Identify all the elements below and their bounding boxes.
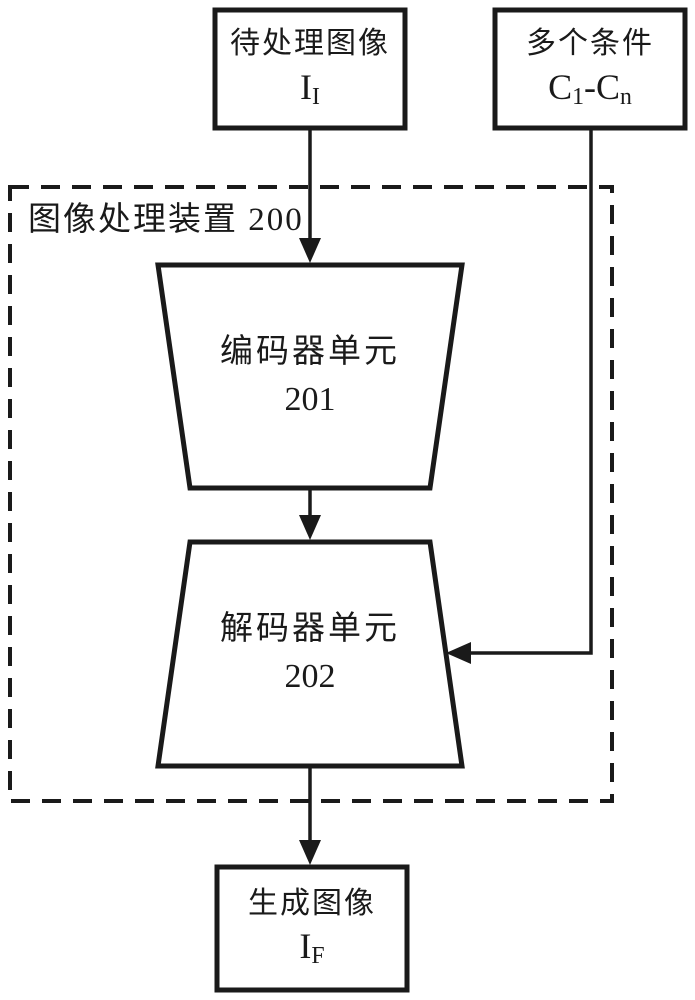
output-image-box-border — [214, 864, 410, 993]
conditions-box-border — [492, 7, 688, 131]
encoder-label: 编码器单元 — [220, 333, 400, 370]
processing-device-container-border — [8, 185, 614, 803]
arrow-decoder-to-output-head — [299, 840, 321, 865]
output-image-label: 生成图像 — [248, 886, 376, 920]
processing-device-label: 图像处理装置 200 — [28, 202, 304, 238]
conditions-label: 多个条件 — [526, 27, 654, 61]
decoder-trapezoid — [155, 539, 465, 769]
input-image-box: 待处理图像 II — [215, 10, 405, 128]
decoder-number: 202 — [284, 658, 336, 696]
conditions-box: 多个条件 C1-Cn — [495, 10, 685, 128]
decoder-label: 解码器单元 — [220, 611, 400, 648]
input-image-symbol: II — [300, 66, 320, 110]
encoder-number: 201 — [284, 380, 336, 418]
arrow-conditions-to-decoder-shaft — [469, 128, 593, 655]
output-image-box: 生成图像 IF — [217, 867, 407, 990]
conditions-symbol: C1-Cn — [548, 66, 632, 110]
encoder-unit: 编码器单元 201 — [158, 265, 462, 488]
input-image-box-border — [212, 7, 408, 131]
output-image-symbol: IF — [299, 926, 325, 970]
arrow-conditions-to-decoder-head — [446, 642, 471, 664]
arrow-encoder-to-decoder-head — [299, 515, 321, 540]
arrow-input-to-encoder-head — [299, 238, 321, 263]
decoder-unit: 解码器单元 202 — [158, 542, 462, 766]
encoder-trapezoid — [155, 262, 465, 491]
input-image-label: 待处理图像 — [230, 27, 390, 61]
